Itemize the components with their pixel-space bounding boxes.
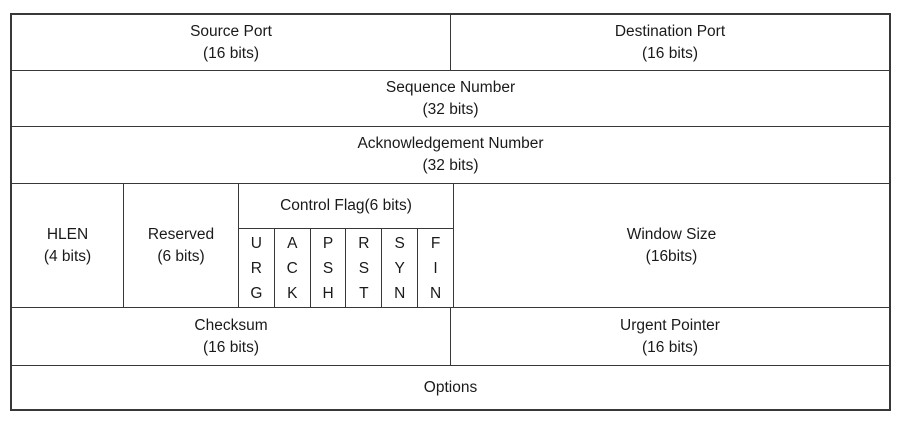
row-checksum-urgent: Checksum (16 bits) Urgent Pointer (16 bi…	[12, 308, 889, 366]
flag-syn-label: S Y N	[394, 234, 406, 302]
window-size-label: Window Size	[626, 225, 717, 243]
tcp-header-diagram: Source Port (16 bits) Destination Port (…	[10, 13, 891, 411]
flag-cell-urg: U R G	[239, 229, 275, 307]
flag-fin-label: F I N	[429, 234, 442, 302]
cell-options: Options	[12, 366, 889, 409]
cell-sequence-number: Sequence Number (32 bits)	[12, 71, 889, 126]
destination-port-bits: (16 bits)	[642, 44, 698, 62]
control-flag-header: Control Flag(6 bits)	[239, 184, 453, 229]
flag-urg-label: U R G	[250, 234, 263, 302]
acknowledgement-number-bits: (32 bits)	[422, 157, 479, 174]
row-hlen-flags-window: HLEN (4 bits) Reserved (6 bits) Control …	[12, 184, 889, 308]
cell-checksum: Checksum (16 bits)	[12, 308, 451, 365]
flag-cell-ack: A C K	[275, 229, 311, 307]
flag-cell-syn: S Y N	[382, 229, 419, 307]
reserved-bits: (6 bits)	[157, 247, 205, 265]
row-sequence-number: Sequence Number (32 bits)	[12, 71, 889, 127]
sequence-number-bits: (32 bits)	[422, 100, 479, 118]
flag-psh-label: P S H	[322, 234, 334, 302]
options-label: Options	[423, 378, 478, 396]
urgent-pointer-label: Urgent Pointer	[620, 316, 720, 334]
cell-destination-port: Destination Port (16 bits)	[451, 15, 889, 70]
acknowledgement-number-label: Acknowledgement Number	[357, 135, 544, 152]
destination-port-label: Destination Port	[614, 22, 726, 40]
checksum-label: Checksum	[194, 316, 268, 334]
control-flag-cells: U R G A C K P S H R S T S Y N F I N	[239, 229, 453, 307]
urgent-pointer-bits: (16 bits)	[642, 338, 698, 356]
cell-hlen: HLEN (4 bits)	[12, 184, 124, 307]
flag-ack-label: A C K	[286, 234, 298, 302]
flag-cell-fin: F I N	[418, 229, 453, 307]
flag-cell-rst: R S T	[346, 229, 383, 307]
flag-cell-psh: P S H	[311, 229, 347, 307]
row-acknowledgement-number: Acknowledgement Number (32 bits)	[12, 127, 889, 184]
checksum-bits: (16 bits)	[203, 338, 259, 356]
row-ports: Source Port (16 bits) Destination Port (…	[12, 15, 889, 71]
hlen-bits: (4 bits)	[43, 247, 92, 265]
sequence-number-label: Sequence Number	[385, 78, 516, 96]
cell-reserved: Reserved (6 bits)	[124, 184, 239, 307]
row-options: Options	[12, 366, 889, 409]
cell-urgent-pointer: Urgent Pointer (16 bits)	[451, 308, 889, 365]
reserved-label: Reserved	[147, 225, 215, 243]
cell-source-port: Source Port (16 bits)	[12, 15, 451, 70]
cell-window-size: Window Size (16bits)	[454, 184, 889, 307]
window-size-bits: (16bits)	[645, 247, 698, 265]
flag-rst-label: R S T	[358, 234, 370, 302]
cell-control-flags: Control Flag(6 bits) U R G A C K P S H R…	[239, 184, 454, 307]
cell-acknowledgement-number: Acknowledgement Number (32 bits)	[12, 127, 889, 183]
source-port-label: Source Port	[190, 22, 272, 40]
source-port-bits: (16 bits)	[203, 44, 259, 62]
hlen-label: HLEN	[46, 225, 89, 243]
